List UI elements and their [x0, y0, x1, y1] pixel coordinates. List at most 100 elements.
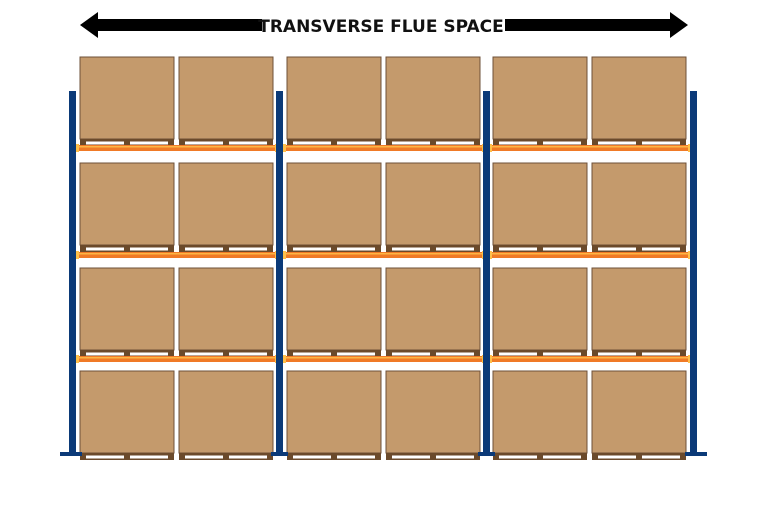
- shelf-beam: [281, 356, 487, 362]
- pallet-block: [493, 352, 499, 356]
- pallet-block: [581, 352, 587, 356]
- beam-highlight: [285, 146, 483, 148]
- pallet-box: [178, 56, 274, 140]
- beam-highlight: [78, 146, 276, 148]
- pallet-block: [386, 352, 392, 356]
- pallet-block: [124, 247, 130, 251]
- pallet-deck: [287, 453, 381, 456]
- pallet-block: [592, 141, 598, 145]
- upright-footplate: [60, 452, 82, 456]
- pallet-block: [430, 141, 436, 145]
- pallet-block: [223, 455, 229, 459]
- pallet-base: [179, 458, 273, 460]
- pallet-deck: [386, 139, 480, 142]
- beam-connector: [74, 251, 79, 259]
- pallet-block: [592, 247, 598, 251]
- shelf-beam: [281, 145, 487, 151]
- pallet-deck: [80, 453, 174, 456]
- pallet-block: [636, 352, 642, 356]
- beam-highlight: [491, 357, 689, 359]
- pallet-deck: [592, 350, 686, 353]
- rack-upright: [69, 91, 76, 456]
- pallet-base: [386, 458, 480, 460]
- arrow-left-icon: [80, 12, 262, 38]
- transverse-flue-space-arrow: TRANSVERSE FLUE SPACE: [80, 12, 688, 38]
- pallet-deck: [592, 245, 686, 248]
- pallet-box: [286, 56, 382, 140]
- pallet-block: [179, 352, 185, 356]
- beam-connector: [74, 144, 79, 152]
- pallet-block: [80, 247, 86, 251]
- pallet-deck: [493, 245, 587, 248]
- pallet-box: [591, 56, 687, 140]
- pallet-block: [680, 352, 686, 356]
- pallet-block: [581, 141, 587, 145]
- pallet-block: [474, 141, 480, 145]
- pallet-block: [493, 247, 499, 251]
- pallet-block: [680, 141, 686, 145]
- pallet-deck: [592, 139, 686, 142]
- pallet-block: [474, 247, 480, 251]
- pallet-block: [375, 352, 381, 356]
- pallet-deck: [80, 350, 174, 353]
- pallet-box: [178, 267, 274, 351]
- pallet-block: [375, 247, 381, 251]
- shelf-beam: [74, 145, 280, 151]
- pallet-block: [168, 141, 174, 145]
- shelf-beam: [487, 252, 693, 258]
- pallet-block: [493, 141, 499, 145]
- shelf-beam: [487, 145, 693, 151]
- pallet-block: [124, 141, 130, 145]
- pallet-deck: [80, 139, 174, 142]
- pallet-base: [592, 250, 686, 252]
- pallet-block: [331, 455, 337, 459]
- pallet-deck: [179, 453, 273, 456]
- pallet-block: [223, 141, 229, 145]
- pallet-box: [286, 267, 382, 351]
- pallet-block: [287, 141, 293, 145]
- pallet-block: [430, 455, 436, 459]
- pallet-deck: [287, 350, 381, 353]
- pallet-block: [168, 455, 174, 459]
- pallet-block: [474, 455, 480, 459]
- beam-connector: [74, 355, 79, 363]
- beam-highlight: [285, 253, 483, 255]
- pallet-block: [267, 352, 273, 356]
- pallet-deck: [179, 350, 273, 353]
- pallet-block: [287, 455, 293, 459]
- pallet-deck: [386, 245, 480, 248]
- pallet-block: [636, 247, 642, 251]
- shelf-beam: [74, 356, 280, 362]
- pallet-base: [287, 458, 381, 460]
- shelf-beam: [281, 252, 487, 258]
- pallet-block: [493, 455, 499, 459]
- pallet-base: [592, 458, 686, 460]
- pallet-block: [124, 352, 130, 356]
- pallet-block: [331, 247, 337, 251]
- shelf-beam: [487, 356, 693, 362]
- pallet-block: [179, 455, 185, 459]
- flue-space-label: TRANSVERSE FLUE SPACE: [258, 17, 504, 37]
- pallet-deck: [80, 245, 174, 248]
- pallet-block: [179, 247, 185, 251]
- pallet-block: [80, 141, 86, 145]
- pallet-box: [492, 370, 588, 454]
- pallet-box: [79, 162, 175, 246]
- pallet-deck: [592, 453, 686, 456]
- pallet-block: [375, 455, 381, 459]
- beam-connector: [281, 144, 286, 152]
- pallet-base: [80, 250, 174, 252]
- pallet-block: [581, 247, 587, 251]
- pallet-box: [385, 162, 481, 246]
- pallet-deck: [493, 139, 587, 142]
- pallet-block: [474, 352, 480, 356]
- pallet-block: [80, 455, 86, 459]
- pallet-deck: [287, 139, 381, 142]
- beam-highlight: [491, 146, 689, 148]
- pallet-box: [286, 162, 382, 246]
- pallet-box: [591, 267, 687, 351]
- pallet-block: [636, 141, 642, 145]
- pallet-base: [80, 458, 174, 460]
- pallet-block: [430, 247, 436, 251]
